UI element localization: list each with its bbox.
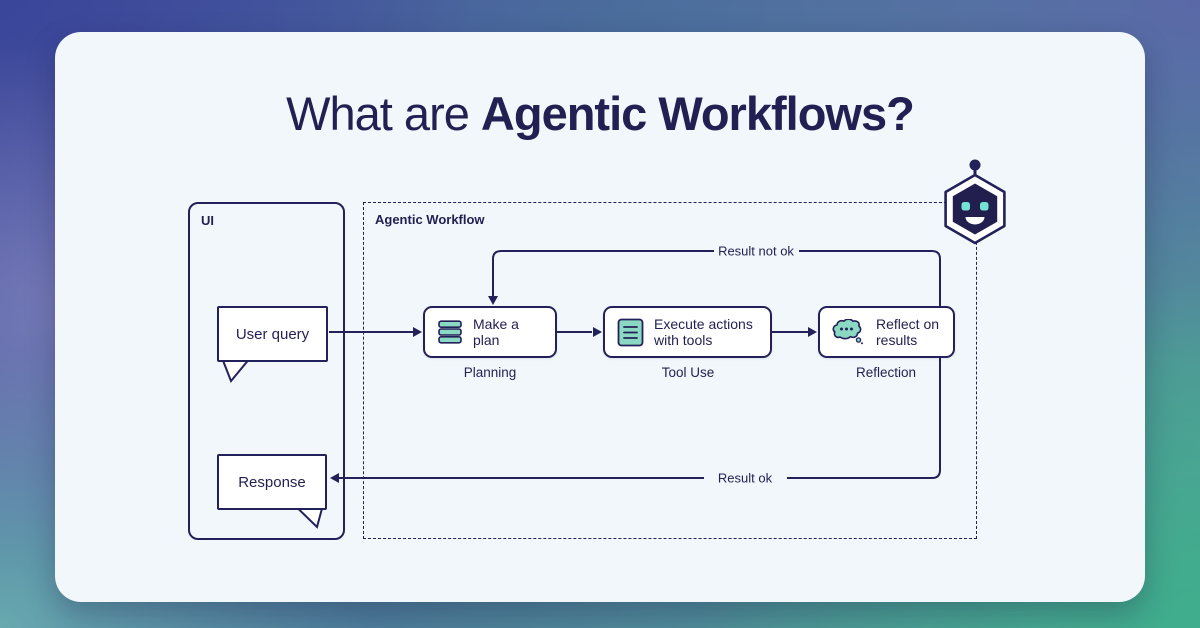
- step-label: Make a plan: [473, 315, 519, 348]
- thought-bubble-icon: [832, 318, 866, 346]
- ui-panel-label: UI: [201, 213, 214, 228]
- workflow-panel: Agentic Workflow: [363, 202, 977, 539]
- step-sublabel-reflection: Reflection: [855, 365, 917, 380]
- step-sublabel-planning: Planning: [463, 365, 517, 380]
- edge-label-result-ok: Result ok: [717, 470, 773, 486]
- user-query-label: User query: [235, 325, 310, 343]
- user-query-bubble: User query: [217, 306, 328, 362]
- response-label: Response: [238, 473, 306, 491]
- stack-icon: [437, 320, 463, 344]
- step-make-a-plan: Make a plan: [423, 306, 557, 358]
- step-label: Execute actions with tools: [654, 315, 753, 348]
- response-bubble: Response: [217, 454, 327, 510]
- document-list-icon: [617, 318, 644, 347]
- step-sublabel-tool-use: Tool Use: [661, 365, 715, 380]
- ui-panel: UI: [188, 202, 345, 540]
- step-execute-actions: Execute actions with tools: [603, 306, 772, 358]
- edge-label-result-not-ok: Result not ok: [718, 243, 794, 259]
- step-reflect-on-results: Reflect on results: [818, 306, 955, 358]
- step-label: Reflect on results: [876, 315, 940, 348]
- page-title: What are Agentic Workflows?: [0, 86, 1200, 141]
- title-prefix: What are: [286, 87, 481, 140]
- title-bold: Agentic Workflows?: [480, 87, 915, 140]
- workflow-panel-label: Agentic Workflow: [375, 212, 485, 227]
